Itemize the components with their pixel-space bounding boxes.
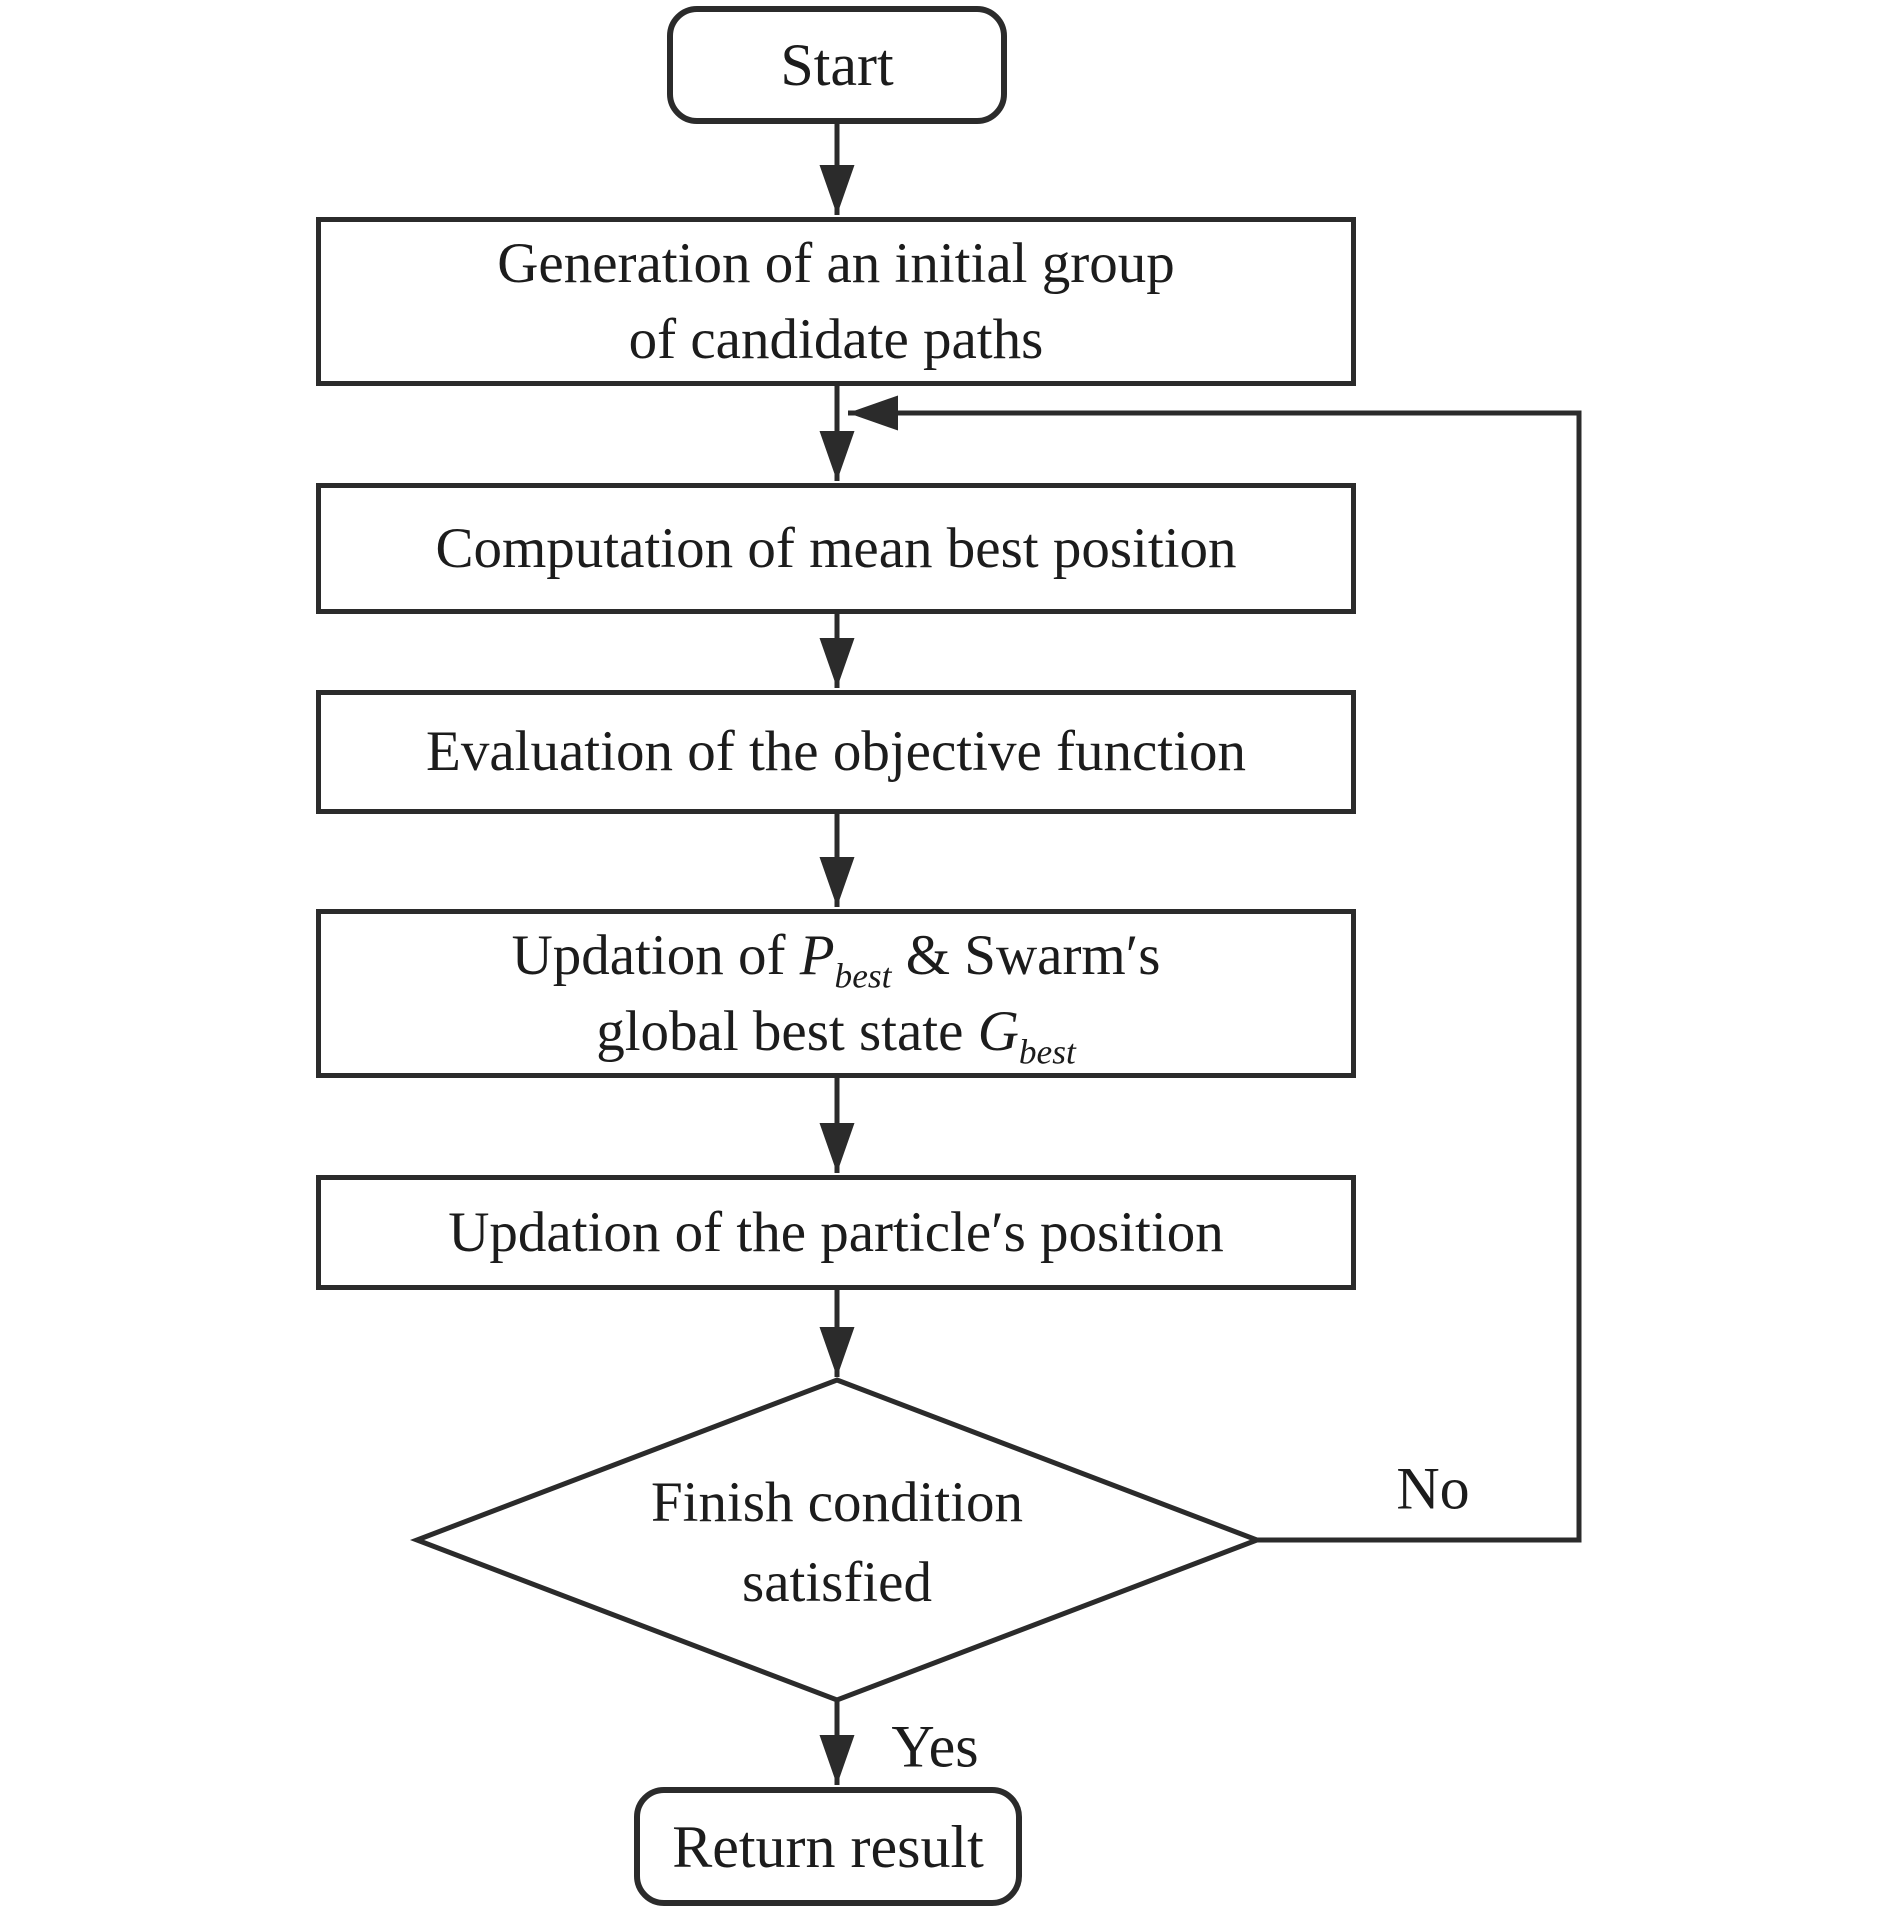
node-computation: Computation of mean best position <box>316 483 1356 614</box>
node-evaluation: Evaluation of the objective function <box>316 690 1356 814</box>
node-generation: Generation of an initial group of candid… <box>316 217 1356 386</box>
node-decision-line1: Finish condition <box>650 1471 1024 1534</box>
node-start-label: Start <box>780 32 894 98</box>
node-return: Return result <box>634 1787 1022 1906</box>
node-updation-best: Updation of Pbest & Swarm′s global best … <box>316 909 1356 1078</box>
node-decision-label: Finish condition satisfied <box>517 1463 1157 1623</box>
node-updation-best-line1: Updation of Pbest & Swarm′s <box>511 923 1161 995</box>
node-updation-particle: Updation of the particle′s position <box>316 1175 1356 1290</box>
node-decision-line2: satisfied <box>742 1551 932 1614</box>
edge-label-yes: Yes <box>891 1713 979 1780</box>
node-updation-particle-label: Updation of the particle′s position <box>448 1200 1224 1264</box>
node-evaluation-label: Evaluation of the objective function <box>426 720 1246 783</box>
feedback-loop-no-path <box>848 395 1582 1543</box>
node-computation-label: Computation of mean best position <box>435 516 1237 580</box>
decision-diamond-shape <box>409 1377 1265 1703</box>
node-generation-line1: Generation of an initial group <box>497 231 1175 295</box>
node-start: Start <box>667 6 1007 124</box>
node-generation-line2: of candidate paths <box>628 307 1044 371</box>
node-updation-best-line2: global best state Gbest <box>596 999 1076 1071</box>
node-return-label: Return result <box>672 1813 984 1880</box>
edge-label-no: No <box>1396 1455 1470 1522</box>
